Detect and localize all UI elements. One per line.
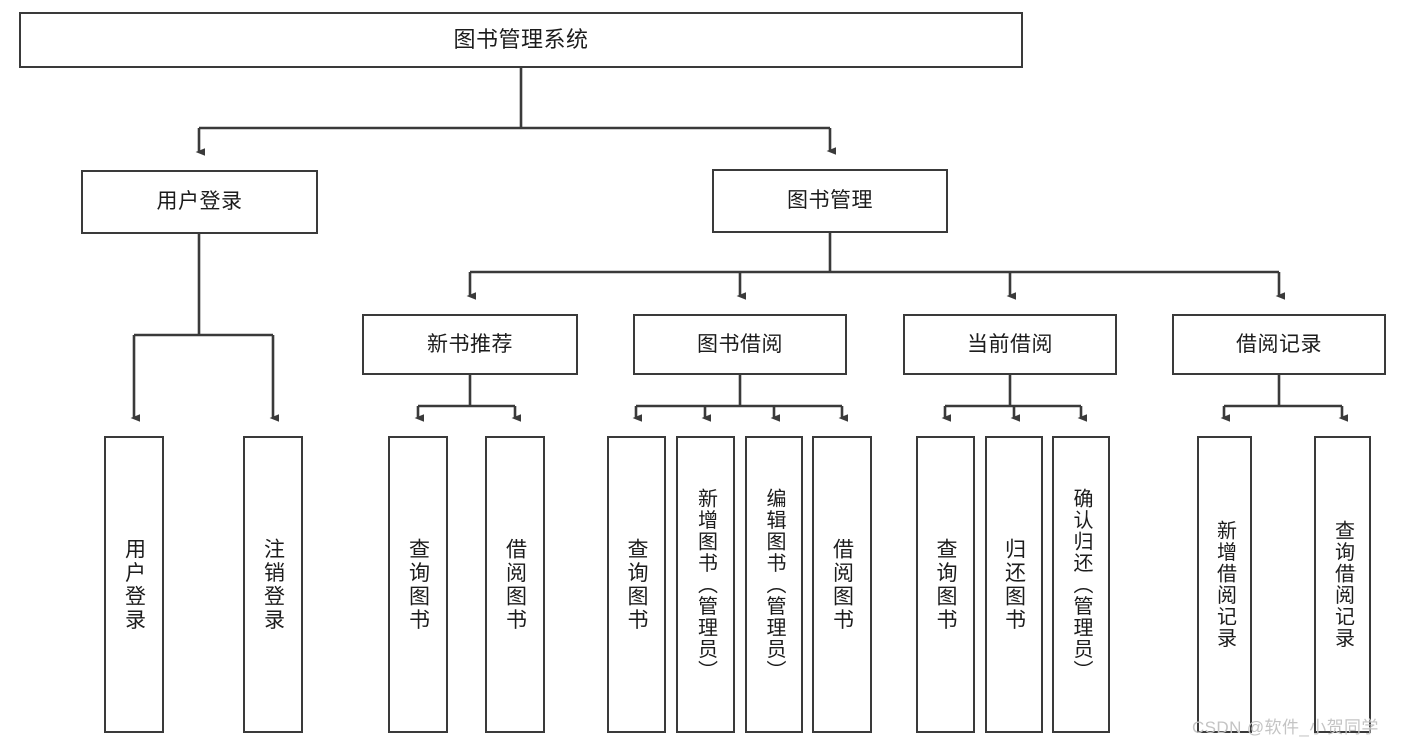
leaf-confirm-return-admin[interactable]: 确认归还（管理员） [1052, 436, 1110, 733]
leaf-confirm-return-admin-label: 确认归还（管理员） [1070, 487, 1092, 682]
node-book-borrow-label: 图书借阅 [697, 332, 783, 356]
watermark: CSDN @软件_小贺同学 [1192, 718, 1379, 737]
leaf-edit-book-admin[interactable]: 编辑图书（管理员） [745, 436, 803, 733]
node-root-label: 图书管理系统 [453, 26, 589, 52]
node-current-borrow-label: 当前借阅 [967, 332, 1053, 356]
node-book-management-label: 图书管理 [787, 189, 873, 213]
node-current-borrow[interactable]: 当前借阅 [903, 314, 1117, 375]
leaf-borrow-book-recommend[interactable]: 借阅图书 [485, 436, 545, 733]
node-book-borrow[interactable]: 图书借阅 [633, 314, 847, 375]
leaf-add-book-admin[interactable]: 新增图书（管理员） [676, 436, 735, 733]
leaf-return-book[interactable]: 归还图书 [985, 436, 1043, 733]
node-new-book-recommend-label: 新书推荐 [427, 332, 513, 356]
leaf-return-book-label: 归还图书 [1002, 537, 1026, 632]
leaf-query-borrow-record[interactable]: 查询借阅记录 [1314, 436, 1371, 733]
leaf-query-borrow-record-label: 查询借阅记录 [1331, 520, 1354, 649]
leaf-logout-login-label: 注销登录 [261, 537, 285, 632]
leaf-user-login-label: 用户登录 [122, 537, 146, 632]
leaf-borrow-book-recommend-label: 借阅图书 [503, 537, 527, 632]
leaf-query-book-recommend[interactable]: 查询图书 [388, 436, 448, 733]
leaf-logout-login[interactable]: 注销登录 [243, 436, 303, 733]
leaf-borrow-book-label: 借阅图书 [830, 537, 854, 632]
leaf-edit-book-admin-label: 编辑图书（管理员） [763, 487, 785, 682]
leaf-add-borrow-record[interactable]: 新增借阅记录 [1197, 436, 1252, 733]
node-user-login[interactable]: 用户登录 [81, 170, 318, 234]
leaf-user-login[interactable]: 用户登录 [104, 436, 164, 733]
node-root[interactable]: 图书管理系统 [19, 12, 1023, 68]
leaf-add-borrow-record-label: 新增借阅记录 [1213, 520, 1236, 649]
node-new-book-recommend[interactable]: 新书推荐 [362, 314, 578, 375]
node-user-login-label: 用户登录 [156, 190, 243, 214]
leaf-add-book-admin-label: 新增图书（管理员） [694, 487, 717, 682]
node-book-management[interactable]: 图书管理 [712, 169, 948, 233]
node-borrow-record-label: 借阅记录 [1236, 332, 1322, 356]
leaf-borrow-book[interactable]: 借阅图书 [812, 436, 872, 733]
node-borrow-record[interactable]: 借阅记录 [1172, 314, 1386, 375]
leaf-query-book-borrow[interactable]: 查询图书 [607, 436, 666, 733]
leaf-query-book-current-label: 查询图书 [934, 537, 958, 632]
leaf-query-book-current[interactable]: 查询图书 [916, 436, 975, 733]
leaf-query-book-borrow-label: 查询图书 [625, 537, 649, 632]
leaf-query-book-recommend-label: 查询图书 [406, 537, 430, 632]
